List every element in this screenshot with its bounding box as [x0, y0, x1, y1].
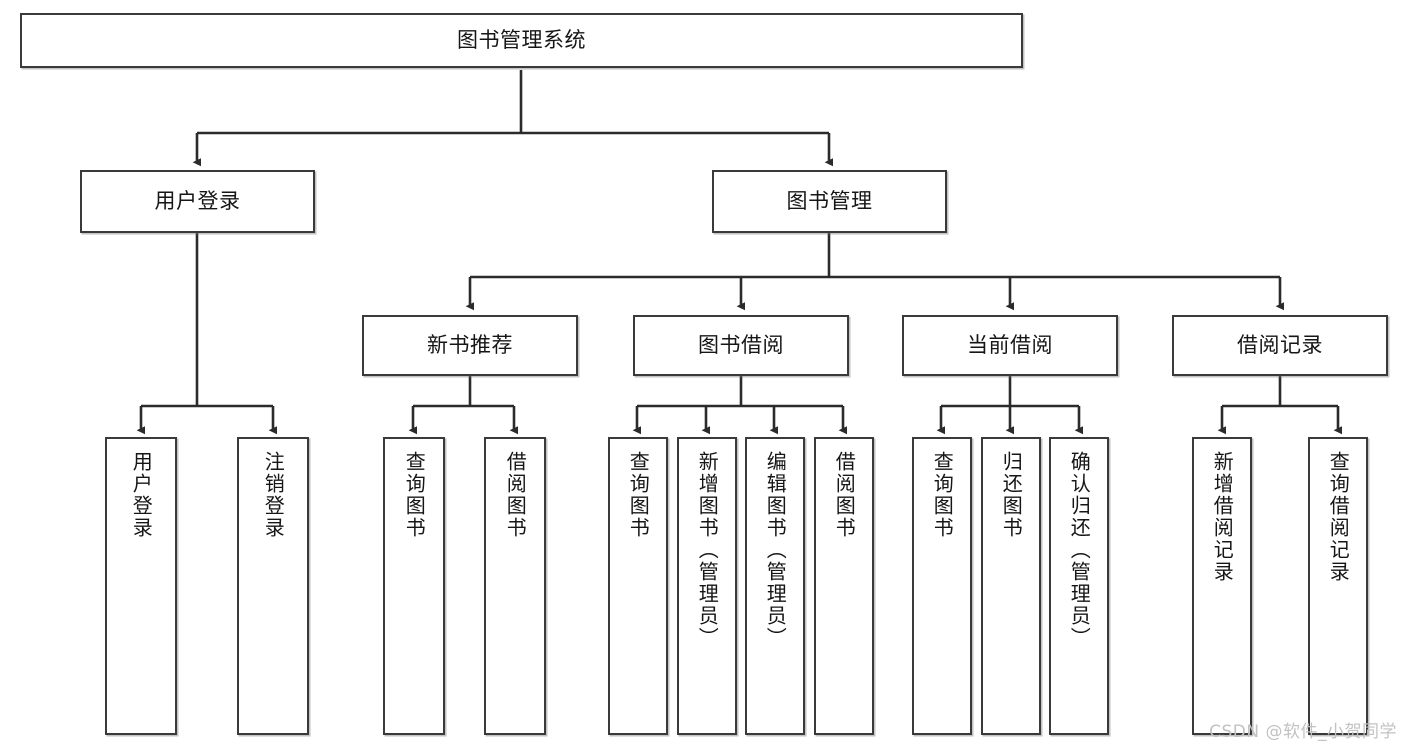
node-leaf-borrow-add-admin-label: 新增图书（管理员） — [695, 451, 720, 649]
node-borrow-records-label: 借阅记录 — [1237, 333, 1323, 358]
node-leaf-record-query[interactable]: 查询借阅记录 — [1308, 437, 1368, 735]
node-leaf-newbook-borrow-label: 借阅图书 — [503, 451, 528, 539]
node-user-login-label: 用户登录 — [154, 189, 241, 214]
node-leaf-current-confirm-admin[interactable]: 确认归还（管理员） — [1049, 437, 1109, 735]
node-book-management[interactable]: 图书管理 — [712, 170, 947, 233]
node-book-borrow-label: 图书借阅 — [698, 333, 784, 358]
node-leaf-borrow-take[interactable]: 借阅图书 — [814, 437, 874, 735]
node-leaf-newbook-query-label: 查询图书 — [402, 451, 427, 539]
node-leaf-newbook-borrow[interactable]: 借阅图书 — [484, 437, 546, 735]
node-leaf-borrow-take-label: 借阅图书 — [832, 451, 857, 539]
node-user-login[interactable]: 用户登录 — [80, 170, 315, 233]
csdn-watermark: CSDN @软件_小贺同学 — [1209, 722, 1397, 742]
node-leaf-record-query-label: 查询借阅记录 — [1326, 451, 1351, 583]
node-leaf-borrow-edit-admin[interactable]: 编辑图书（管理员） — [745, 437, 805, 735]
node-new-book-recommend-label: 新书推荐 — [427, 333, 513, 358]
node-leaf-user-login[interactable]: 用户登录 — [105, 437, 177, 735]
node-leaf-borrow-query[interactable]: 查询图书 — [608, 437, 668, 735]
node-leaf-user-logout-label: 注销登录 — [261, 451, 286, 539]
node-book-borrow[interactable]: 图书借阅 — [633, 315, 849, 376]
node-leaf-current-return[interactable]: 归还图书 — [981, 437, 1041, 735]
node-leaf-borrow-add-admin[interactable]: 新增图书（管理员） — [677, 437, 737, 735]
node-current-borrow[interactable]: 当前借阅 — [902, 315, 1118, 376]
node-leaf-current-confirm-admin-label: 确认归还（管理员） — [1067, 451, 1092, 649]
node-root[interactable]: 图书管理系统 — [20, 13, 1023, 68]
node-leaf-record-add[interactable]: 新增借阅记录 — [1192, 437, 1252, 735]
node-leaf-user-logout[interactable]: 注销登录 — [237, 437, 309, 735]
node-leaf-record-add-label: 新增借阅记录 — [1210, 451, 1235, 583]
node-leaf-current-query[interactable]: 查询图书 — [912, 437, 972, 735]
node-current-borrow-label: 当前借阅 — [967, 333, 1053, 358]
node-root-label: 图书管理系统 — [457, 28, 586, 53]
node-leaf-borrow-edit-admin-label: 编辑图书（管理员） — [763, 451, 788, 649]
node-leaf-current-return-label: 归还图书 — [999, 451, 1024, 539]
node-leaf-current-query-label: 查询图书 — [930, 451, 955, 539]
node-leaf-newbook-query[interactable]: 查询图书 — [383, 437, 445, 735]
node-new-book-recommend[interactable]: 新书推荐 — [362, 315, 578, 376]
node-leaf-user-login-label: 用户登录 — [129, 451, 154, 539]
node-book-management-label: 图书管理 — [786, 189, 873, 214]
node-borrow-records[interactable]: 借阅记录 — [1172, 315, 1388, 376]
node-leaf-borrow-query-label: 查询图书 — [626, 451, 651, 539]
